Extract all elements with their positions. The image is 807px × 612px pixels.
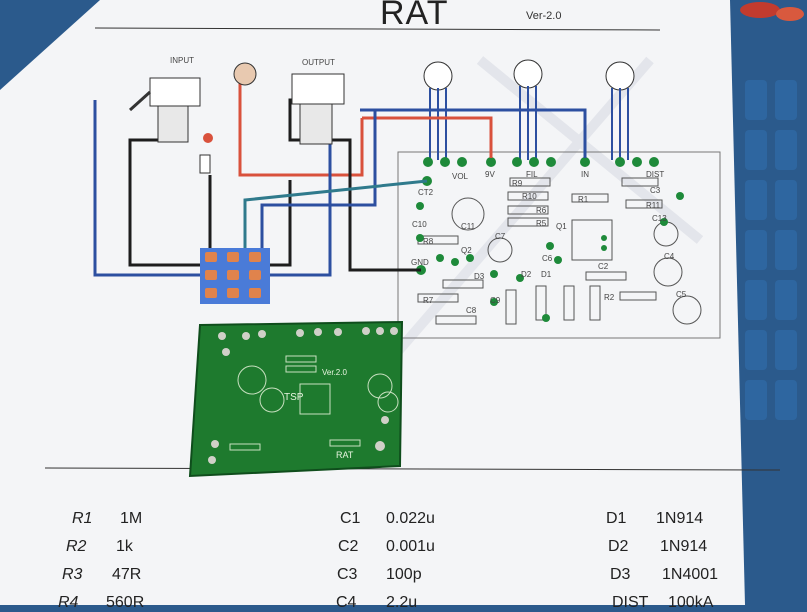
fil-label: FIL xyxy=(526,170,538,179)
bom-ref-r1: R1 xyxy=(72,510,93,527)
bom-value-r4: 560R xyxy=(106,594,145,611)
d3-label: D3 xyxy=(474,272,485,281)
bom-ref-c1: C1 xyxy=(340,510,361,527)
dist-pot xyxy=(605,61,635,160)
r9-label: R9 xyxy=(512,179,523,188)
bom-value-r2: 1k xyxy=(116,538,133,555)
sheet-version: Ver-2.0 xyxy=(526,10,562,22)
pcb-version: Ver.2.0 xyxy=(322,368,347,377)
r8-label: R8 xyxy=(423,237,434,246)
output-jack xyxy=(291,73,345,145)
bom-ref-c4: C4 xyxy=(336,594,357,611)
dist-label: DIST xyxy=(646,170,665,179)
c3-label: C3 xyxy=(650,186,661,195)
c7-label: C7 xyxy=(495,232,506,241)
nine-v-label: 9V xyxy=(485,170,495,179)
q2-label: Q2 xyxy=(461,246,472,255)
r11-label: R11 xyxy=(646,201,661,210)
title-rule xyxy=(94,27,661,31)
c8-label: C8 xyxy=(466,306,477,315)
schematic-board-outline xyxy=(397,151,721,339)
bom-value-dist: 100kA xyxy=(668,594,714,611)
bom-value-c4: 2.2u xyxy=(386,594,418,611)
c4-label: C4 xyxy=(664,252,675,261)
r6-label: R6 xyxy=(536,206,547,215)
r7-label: R7 xyxy=(423,296,434,305)
led xyxy=(199,133,213,174)
bom-value-c2: 0.001u xyxy=(386,538,435,555)
paper-sheet xyxy=(0,0,745,605)
schematic-pads xyxy=(416,192,684,322)
pcb-name: RAT xyxy=(336,450,354,460)
d2-label: D2 xyxy=(521,270,532,279)
gnd-label: GND xyxy=(411,258,429,267)
bom-value-c1: 0.022u xyxy=(386,510,435,527)
bom-ref-c3: C3 xyxy=(337,566,358,583)
r2-label: R2 xyxy=(604,293,615,302)
c5-label: C5 xyxy=(676,290,687,299)
c6-label: C6 xyxy=(542,254,553,263)
loose-component xyxy=(740,2,804,21)
c9-label: C9 xyxy=(490,296,501,305)
bom-value-d2: 1N914 xyxy=(660,538,708,555)
c13-label: C13 xyxy=(652,214,667,223)
bom-ref-dist: DIST xyxy=(612,594,649,611)
bom-value-d3: 1N4001 xyxy=(662,566,719,583)
r1-label: R1 xyxy=(578,195,589,204)
bom-rule xyxy=(44,467,781,471)
dc-jack xyxy=(233,62,257,86)
bom-ref-r3: R3 xyxy=(62,566,83,583)
q1-label: Q1 xyxy=(556,222,567,231)
r10-label: R10 xyxy=(522,192,537,201)
c2-label: C2 xyxy=(598,262,609,271)
bom-ref-d3: D3 xyxy=(610,566,631,583)
bom-ref-d1: D1 xyxy=(606,510,627,527)
r5-label: R5 xyxy=(536,219,547,228)
input-label: INPUT xyxy=(170,56,194,65)
input-jack xyxy=(128,77,201,143)
bom-ref-r2: R2 xyxy=(66,538,87,555)
bom-ref-d2: D2 xyxy=(608,538,629,555)
bom-ref-c2: C2 xyxy=(338,538,359,555)
ct2-label: CT2 xyxy=(418,188,434,197)
bom-value-c3: 100p xyxy=(386,566,422,583)
vol-pot xyxy=(423,61,453,160)
fil-pot xyxy=(513,59,543,160)
vol-label: VOL xyxy=(452,172,469,181)
sheet-title: RAT xyxy=(380,0,449,32)
in-label: IN xyxy=(581,170,589,179)
bom-value-r3: 47R xyxy=(112,566,142,583)
output-label: OUTPUT xyxy=(302,58,335,67)
green-pcb xyxy=(188,320,404,478)
bom-value-r1: 1M xyxy=(120,510,143,527)
bom-ref-r4: R4 xyxy=(58,594,79,611)
pot-pads xyxy=(416,157,659,275)
pcb-brand: TSP xyxy=(284,392,304,403)
mat-grid xyxy=(745,80,797,420)
d1-label: D1 xyxy=(541,270,552,279)
footswitch-3pdt xyxy=(200,248,270,304)
c11-label: C11 xyxy=(461,222,476,231)
c10-label: C10 xyxy=(412,220,427,229)
bom-value-d1: 1N914 xyxy=(656,510,704,527)
